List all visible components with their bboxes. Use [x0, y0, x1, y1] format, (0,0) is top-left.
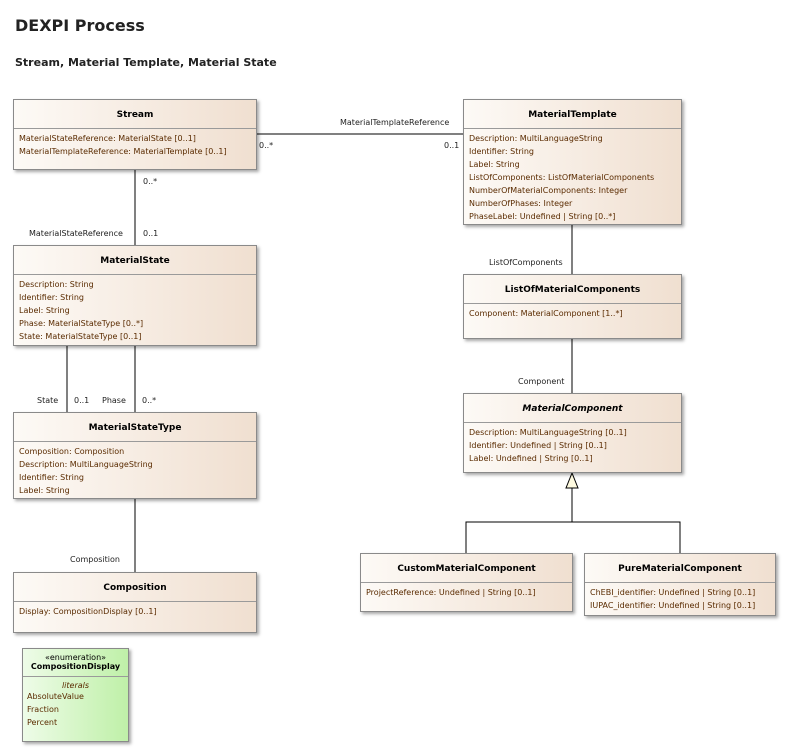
attribute: NumberOfPhases: Integer — [469, 199, 573, 208]
multiplicity-target: 0..1 — [444, 141, 460, 150]
role-material-template-reference: MaterialTemplateReference — [340, 118, 450, 127]
enum-composition-display[interactable]: «enumeration» CompositionDisplay literal… — [22, 648, 129, 742]
multiplicity-target: 0..* — [142, 396, 157, 405]
class-list-of-material-components[interactable]: ListOfMaterialComponents Component: Mate… — [463, 274, 682, 339]
class-custom-material-component[interactable]: CustomMaterialComponent ProjectReference… — [360, 553, 573, 612]
attribute: Component: MaterialComponent [1..*] — [469, 309, 623, 318]
class-material-state[interactable]: MaterialState Description: String Identi… — [13, 245, 257, 346]
attribute-list: ChEBI_identifier: Undefined | String [0.… — [585, 583, 775, 615]
attribute: Label: Undefined | String [0..1] — [469, 454, 593, 463]
attribute-list: ProjectReference: Undefined | String [0.… — [361, 583, 572, 602]
attribute: Description: String — [19, 280, 94, 289]
attribute: MaterialStateReference: MaterialState [0… — [19, 134, 196, 143]
role-material-state-reference: MaterialStateReference — [29, 229, 123, 238]
class-name: ListOfMaterialComponents — [464, 275, 681, 304]
generalization-arrowhead — [565, 471, 579, 489]
diagram-title: DEXPI Process — [15, 16, 145, 35]
attribute: Identifier: String — [19, 473, 85, 482]
attribute: Label: String — [19, 486, 70, 495]
multiplicity-target: 0..1 — [143, 229, 159, 238]
attribute-list: Description: MultiLanguageString [0..1] … — [464, 423, 681, 468]
attribute-list: MaterialStateReference: MaterialState [0… — [14, 129, 256, 161]
enum-literal: AbsoluteValue — [27, 692, 84, 701]
attribute: Display: CompositionDisplay [0..1] — [19, 607, 157, 616]
attribute: Phase: MaterialStateType [0..*] — [19, 319, 144, 328]
attribute: Description: MultiLanguageString [0..1] — [469, 428, 627, 437]
role-phase: Phase — [102, 396, 126, 405]
class-composition[interactable]: Composition Display: CompositionDisplay … — [13, 572, 257, 633]
class-name: PureMaterialComponent — [585, 554, 775, 583]
role-component: Component — [518, 377, 565, 386]
generalization-connector — [465, 521, 681, 553]
role-list-of-components: ListOfComponents — [489, 258, 563, 267]
attribute-list: Description: MultiLanguageString Identif… — [464, 129, 681, 226]
class-material-state-type[interactable]: MaterialStateType Composition: Compositi… — [13, 412, 257, 499]
enum-literals-header: literals — [61, 681, 90, 690]
diagram-subtitle: Stream, Material Template, Material Stat… — [15, 56, 277, 69]
enum-name: CompositionDisplay — [23, 662, 128, 677]
multiplicity-target: 0..1 — [74, 396, 90, 405]
class-pure-material-component[interactable]: PureMaterialComponent ChEBI_identifier: … — [584, 553, 776, 616]
attribute: ProjectReference: Undefined | String [0.… — [366, 588, 536, 597]
attribute: Identifier: Undefined | String [0..1] — [469, 441, 607, 450]
class-name: Stream — [14, 100, 256, 129]
attribute: Description: MultiLanguageString — [19, 460, 153, 469]
attribute: Label: String — [469, 160, 520, 169]
attribute: IUPAC_identifier: Undefined | String [0.… — [590, 601, 756, 610]
class-name: CustomMaterialComponent — [361, 554, 572, 583]
attribute-list: Description: String Identifier: String L… — [14, 275, 256, 346]
enum-literal: Percent — [27, 718, 58, 727]
multiplicity-source: 0..* — [259, 141, 274, 150]
enum-stereotype: «enumeration» — [44, 653, 107, 662]
class-name: Composition — [14, 573, 256, 602]
attribute-list: Composition: Composition Description: Mu… — [14, 442, 256, 500]
attribute: Label: String — [19, 306, 70, 315]
attribute: State: MaterialStateType [0..1] — [19, 332, 142, 341]
multiplicity-source: 0..* — [143, 177, 158, 186]
class-name: MaterialState — [14, 246, 256, 275]
attribute: PhaseLabel: Undefined | String [0..*] — [469, 212, 616, 221]
attribute: ChEBI_identifier: Undefined | String [0.… — [590, 588, 756, 597]
attribute: MaterialTemplateReference: MaterialTempl… — [19, 147, 227, 156]
enum-literal: Fraction — [27, 705, 59, 714]
attribute: Description: MultiLanguageString — [469, 134, 603, 143]
class-name: MaterialTemplate — [464, 100, 681, 129]
attribute-list: Component: MaterialComponent [1..*] — [464, 304, 681, 323]
class-material-component[interactable]: MaterialComponent Description: MultiLang… — [463, 393, 682, 473]
attribute: Identifier: String — [469, 147, 535, 156]
attribute: ListOfComponents: ListOfMaterialComponen… — [469, 173, 655, 182]
class-name: MaterialStateType — [14, 413, 256, 442]
class-material-template[interactable]: MaterialTemplate Description: MultiLangu… — [463, 99, 682, 225]
class-stream[interactable]: Stream MaterialStateReference: MaterialS… — [13, 99, 257, 170]
attribute: Composition: Composition — [19, 447, 125, 456]
role-state: State — [37, 396, 59, 405]
attribute: NumberOfMaterialComponents: Integer — [469, 186, 628, 195]
role-composition: Composition — [70, 555, 120, 564]
attribute-list: Display: CompositionDisplay [0..1] — [14, 602, 256, 621]
class-name: MaterialComponent — [464, 394, 681, 423]
attribute: Identifier: String — [19, 293, 85, 302]
